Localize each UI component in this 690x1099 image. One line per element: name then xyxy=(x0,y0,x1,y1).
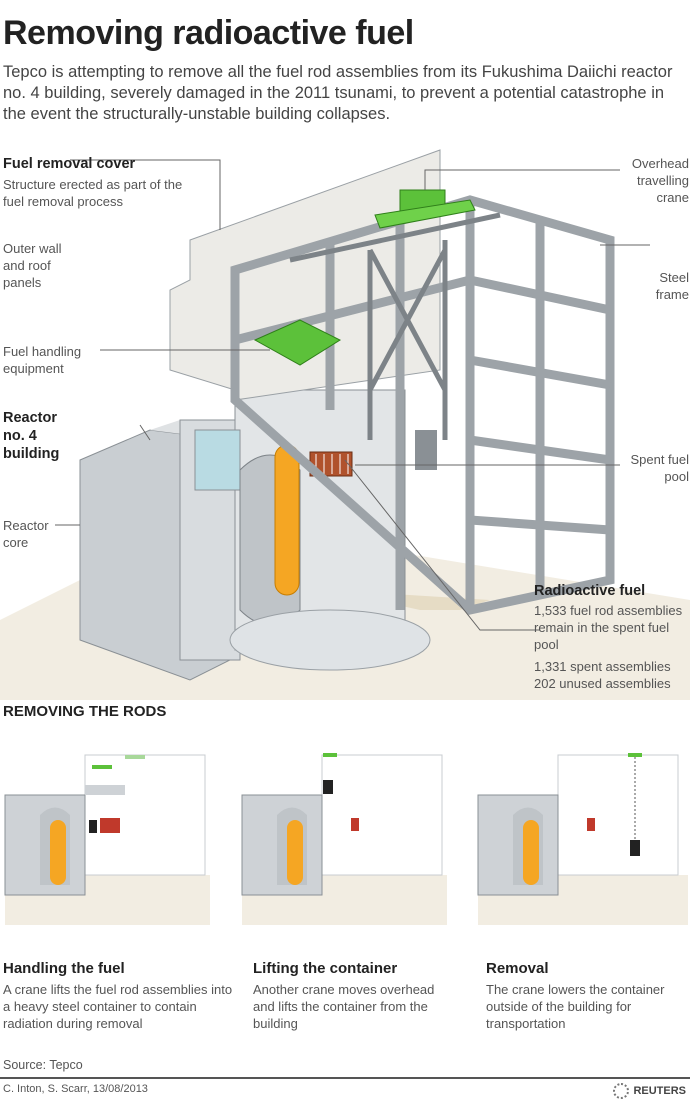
reuters-logo-icon xyxy=(613,1083,630,1099)
credit: C. Inton, S. Scarr, 13/08/2013 xyxy=(3,1083,148,1095)
step-1-title: Handling the fuel xyxy=(3,960,125,977)
step-2-desc: Another crane moves overhead and lifts t… xyxy=(253,982,435,1031)
label-cover-title: Fuel removal cover xyxy=(3,156,136,172)
reactor-building-illustration xyxy=(0,149,690,700)
label-reactor-core: Reactor core xyxy=(3,518,49,550)
divider xyxy=(0,1077,690,1079)
step-1-illustration xyxy=(4,754,210,925)
label-steel-frame: Steel frame xyxy=(655,270,689,302)
label-fuel-handling: Fuel handling equipment xyxy=(3,344,82,376)
step-2-caption: Lifting the container Another crane move… xyxy=(253,960,443,1032)
step-2-title: Lifting the container xyxy=(253,960,398,977)
source: Source: Tepco xyxy=(3,1058,83,1072)
step-1-desc: A crane lifts the fuel rod assemblies in… xyxy=(3,982,233,1031)
step-3-illustration xyxy=(477,753,688,925)
step-illustrations xyxy=(4,753,688,925)
step-1-caption: Handling the fuel A crane lifts the fuel… xyxy=(3,960,233,1032)
step-3-desc: The crane lowers the container outside o… xyxy=(486,982,665,1031)
label-cover-desc: Structure erected as part of the fuel re… xyxy=(3,177,183,209)
page-title: Removing radioactive fuel xyxy=(3,14,414,52)
label-reactor-building: Reactor no. 4 building xyxy=(3,410,60,462)
label-outer-wall: Outer wall and roof panels xyxy=(3,241,62,290)
label-fuel-desc: 1,533 fuel rod assemblies remain in the … xyxy=(534,603,683,652)
reuters-logo: REUTERS xyxy=(613,1083,686,1099)
subtitle: Tepco is attempting to remove all the fu… xyxy=(3,63,673,123)
step-3-caption: Removal The crane lowers the container o… xyxy=(486,960,676,1032)
section-title: REMOVING THE RODS xyxy=(3,703,167,720)
label-spent-pool: Spent fuel pool xyxy=(630,452,689,484)
label-fuel-unused: 202 unused assemblies xyxy=(534,676,671,691)
reuters-logo-text: REUTERS xyxy=(633,1085,686,1097)
step-3-title: Removal xyxy=(486,960,549,977)
label-fuel-title: Radioactive fuel xyxy=(534,583,646,599)
step-2-illustration xyxy=(241,753,447,925)
label-crane: Overhead travelling crane xyxy=(631,156,689,205)
label-fuel-spent: 1,331 spent assemblies xyxy=(534,659,671,674)
